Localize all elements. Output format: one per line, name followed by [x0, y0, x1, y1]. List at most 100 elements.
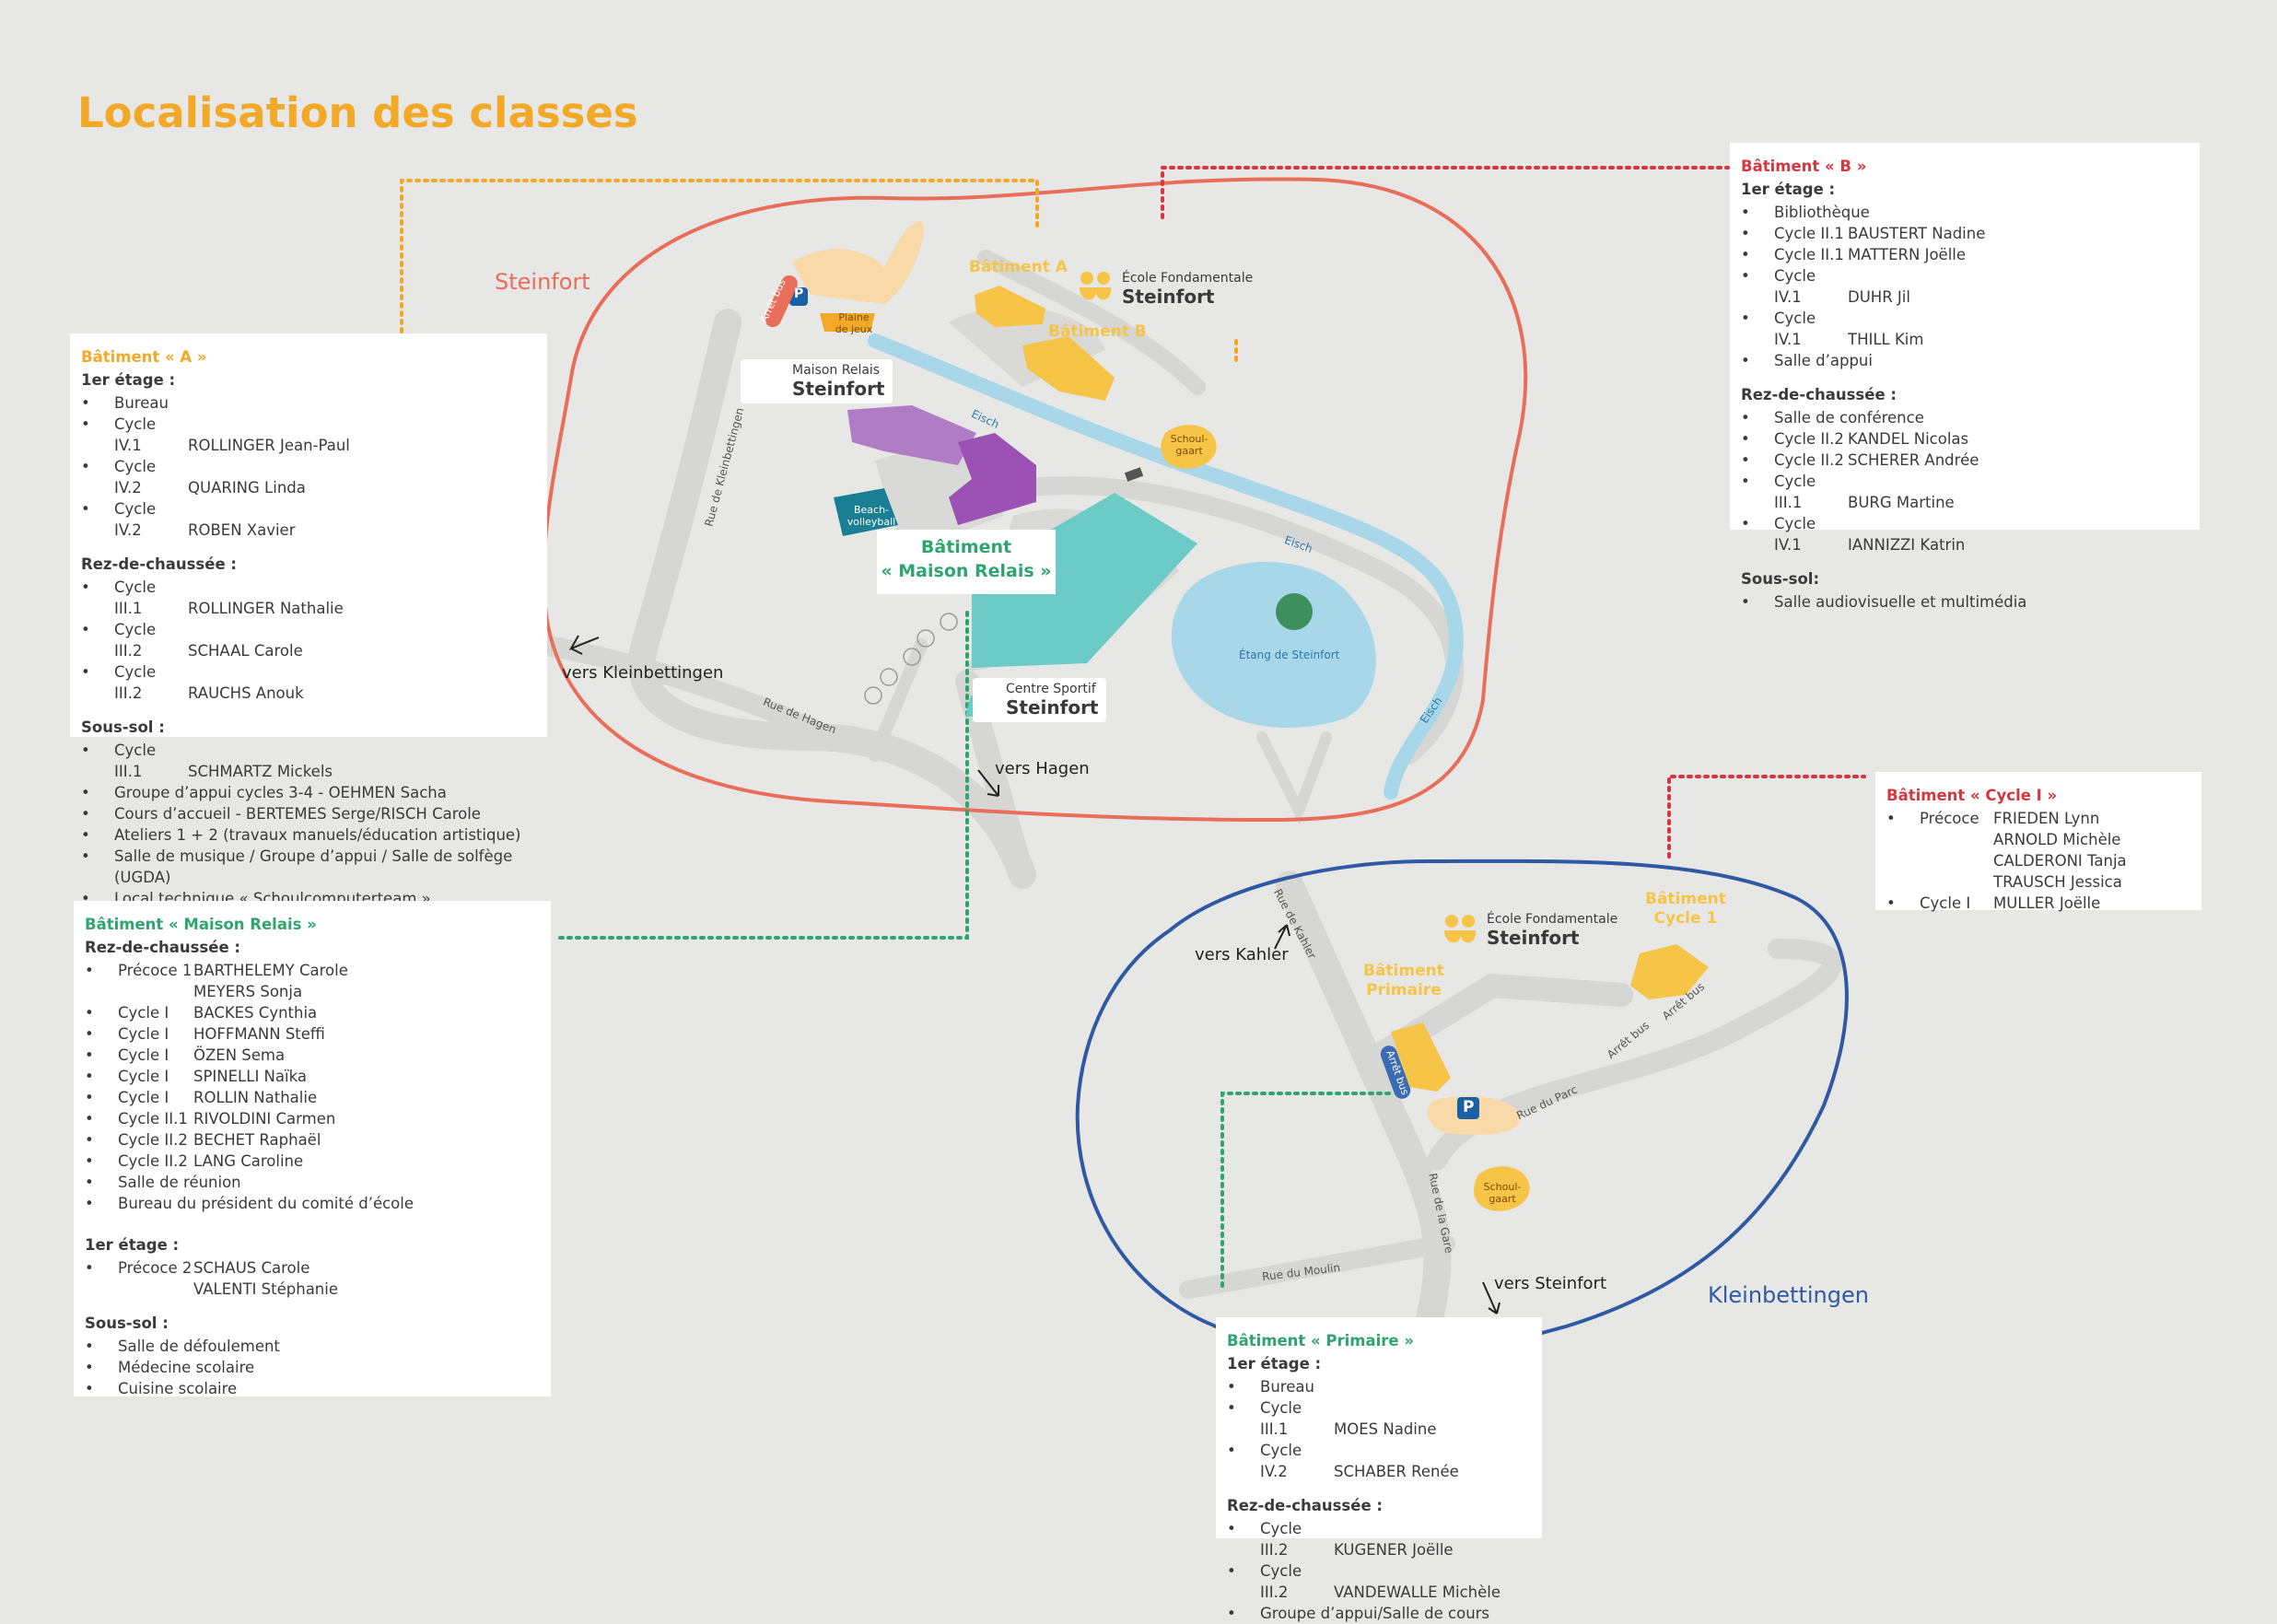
section-heading: 1er étage : — [1741, 181, 1836, 198]
direction-vers-kahler: vers Kahler — [1195, 945, 1289, 964]
batiment-maison-relais-title: Bâtiment « Maison Relais » — [85, 916, 317, 933]
list-item: Bureau — [1227, 1376, 1531, 1397]
ecole-fondamentale-steinfort-label: École Fondamentale Steinfort — [1122, 271, 1253, 308]
batiment-primaire-info-box: Bâtiment « Primaire » 1er étage : Bureau… — [1216, 1317, 1542, 1624]
bridge — [1124, 467, 1144, 482]
batiment-a-title: Bâtiment « A » — [81, 348, 207, 366]
batiment-mr-line2: « Maison Relais » — [881, 561, 1052, 581]
maison-relais-type: Maison Relais — [792, 363, 881, 378]
batiment-cycle1-building — [1630, 944, 1709, 999]
centre-sportif-type: Centre Sportif — [1006, 682, 1096, 696]
section-heading: Rez-de-chaussée : — [1741, 386, 1897, 403]
pond-steinfort — [1171, 562, 1376, 728]
section-heading: 1er étage : — [85, 1236, 180, 1254]
school-type: École Fondamentale — [1122, 271, 1254, 286]
list-item: Salle de réunion — [85, 1172, 540, 1193]
town-label-kleinbettingen: Kleinbettingen — [1708, 1282, 1869, 1308]
arrow-icon — [568, 635, 1500, 1314]
list-item: Salle audiovisuelle et multimédia — [1741, 591, 2189, 613]
tree-icon — [1276, 593, 1313, 630]
parking-label-2: P — [1463, 1098, 1475, 1116]
plaine-de-jeux-label: Plaine de jeux — [835, 311, 873, 335]
list-item: Cours d’accueil - BERTEMES Serge/RISCH C… — [81, 803, 536, 824]
bus-stop-shape-1 — [765, 275, 798, 328]
etang-label: Étang de Steinfort — [1239, 648, 1340, 661]
centre-sportif-building — [972, 493, 1197, 668]
list-sous-sol: Salle audiovisuelle et multimédia — [1741, 591, 2189, 613]
schoulgaart-label-2: Schoul-gaart — [1483, 1181, 1522, 1205]
list-item: Bibliothèque — [1741, 202, 2189, 223]
batiment-b-label: Bâtiment B — [1048, 322, 1147, 341]
list-item: Salle de défoulement — [85, 1336, 540, 1357]
kleinbettingen-outline — [1075, 859, 1849, 1356]
batiment-primaire-label: Bâtiment Primaire — [1363, 962, 1444, 1000]
schoulgaart-label-1: Schoul-gaart — [1170, 433, 1209, 457]
plaine-de-jeux-mark — [820, 313, 875, 332]
plaine-de-jeux-area — [792, 221, 924, 304]
schoulgaart-area-2 — [1474, 1166, 1530, 1211]
batiment-cycle1-line2: Cycle 1 — [1653, 909, 1718, 928]
centre-sportif-town: Steinfort — [1006, 696, 1099, 719]
direction-vers-kleinbettingen: vers Kleinbettingen — [562, 663, 724, 683]
parking-label-1: P — [794, 286, 804, 301]
school-town: Steinfort — [1487, 927, 1580, 949]
ecole-fondamentale-kleinbettingen-label: École Fondamentale Steinfort — [1487, 912, 1617, 949]
batiment-primaire-line1: Bâtiment — [1363, 962, 1444, 980]
centre-sportif-label: Centre Sportif Steinfort — [973, 678, 1106, 722]
section-heading: Sous-sol: — [1741, 570, 1820, 588]
trees-steinfort — [864, 613, 958, 705]
batiment-primaire-building — [1391, 1022, 1451, 1092]
school-type: École Fondamentale — [1487, 912, 1618, 927]
section-heading: Rez-de-chaussée : — [81, 555, 237, 573]
batiment-maison-relais-label: Bâtiment « Maison Relais » — [877, 530, 1056, 594]
list-item: Bureau du président du comité d’école — [85, 1193, 540, 1214]
maison-relais-building — [847, 405, 1036, 525]
batiment-cycle1-line1: Bâtiment — [1645, 890, 1726, 908]
list-item: Salle de conférence — [1741, 407, 2189, 428]
maison-relais-town: Steinfort — [792, 378, 885, 400]
batiment-cycle1-label: Bâtiment Cycle 1 — [1645, 890, 1726, 929]
batiment-primaire-title: Bâtiment « Primaire » — [1227, 1332, 1415, 1349]
river-eisch — [868, 333, 1464, 800]
list-sous-sol: Salle de défoulement Médecine scolaire C… — [85, 1336, 540, 1399]
list-item: Ateliers 1 + 2 (travaux manuels/éducatio… — [81, 824, 536, 846]
list-item: Salle d’appui — [1741, 350, 2189, 371]
beach-volleyball-court — [834, 488, 898, 536]
batiment-maison-relais-info-box: Bâtiment « Maison Relais » Rez-de-chauss… — [74, 901, 551, 1399]
batiment-b-info-box: Bâtiment « B » 1er étage : Bibliothèque … — [1730, 143, 2200, 613]
maison-relais-logo-label: Maison Relais Steinfort — [741, 359, 893, 403]
